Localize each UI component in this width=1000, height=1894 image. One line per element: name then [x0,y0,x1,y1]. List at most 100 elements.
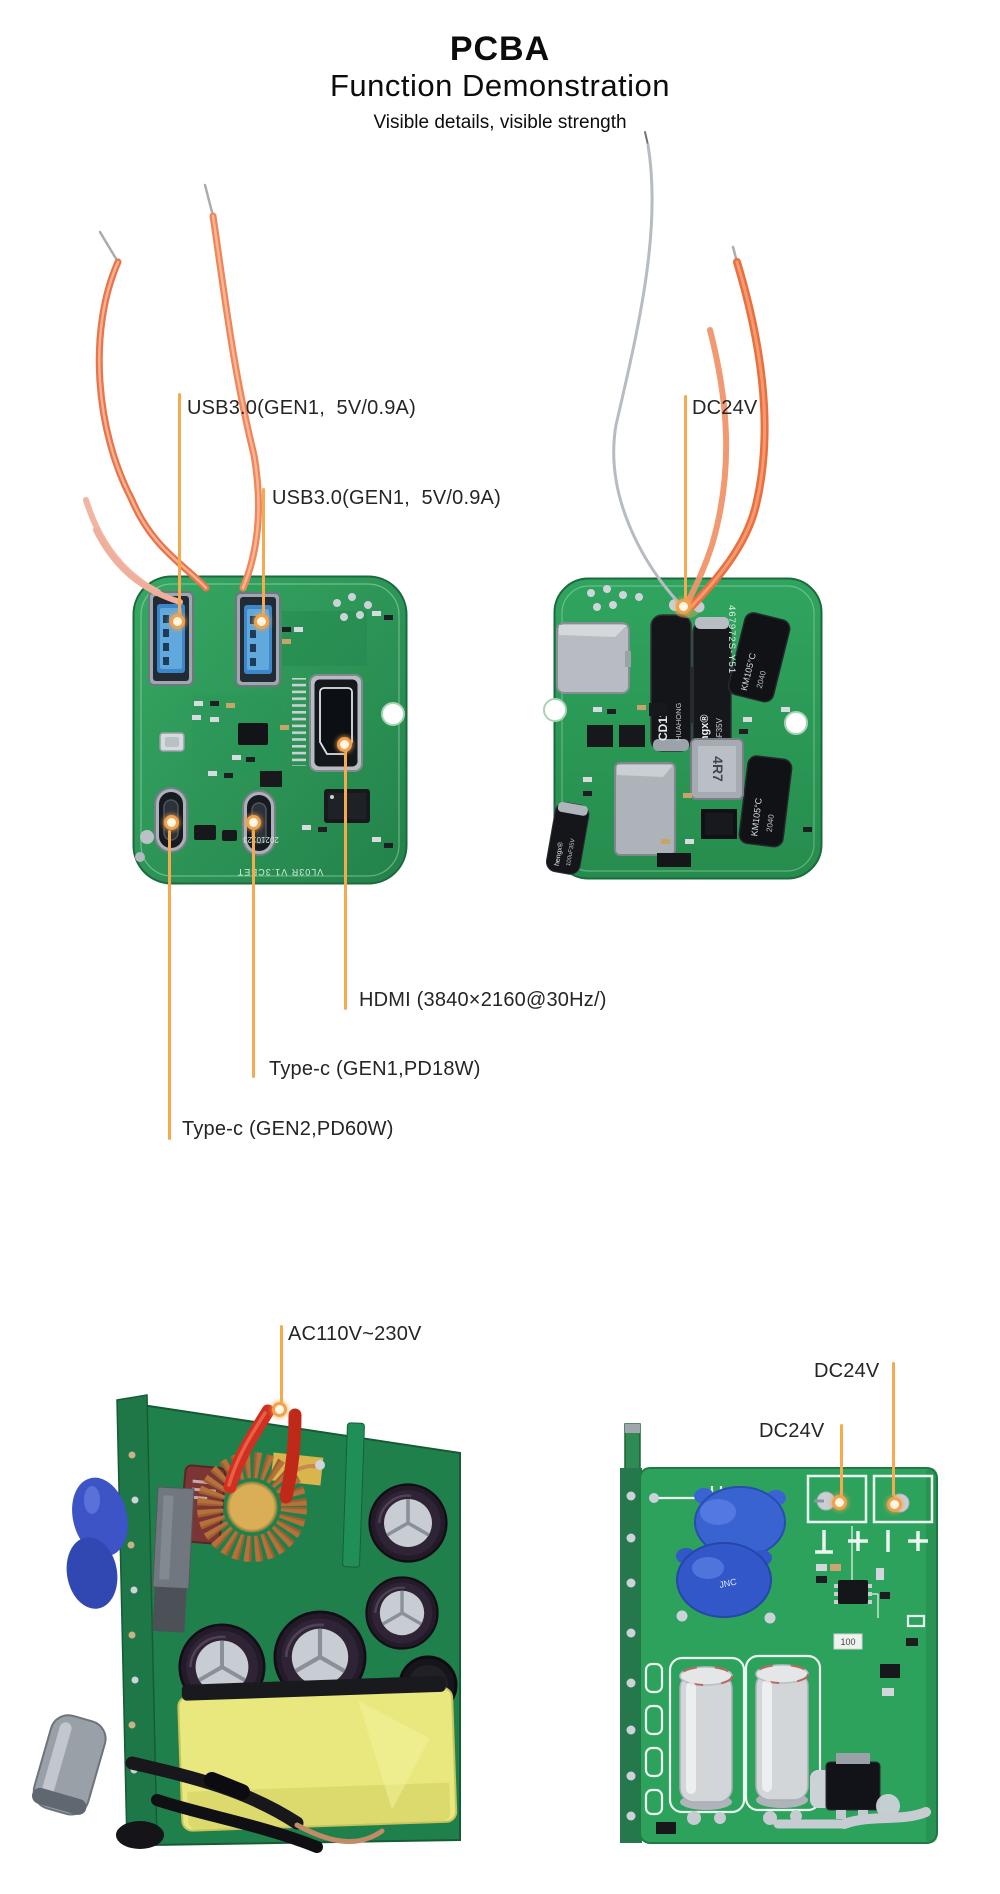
controller-ic [238,723,268,745]
wire-silver-right [612,143,680,604]
round-pad [140,830,154,844]
usb3-port-2-icon [235,592,281,687]
dc-output-board-photo: JNC 100 [620,1423,938,1844]
blue-y-capacitors: JNC [676,1486,786,1624]
smd-ic-small [649,703,667,716]
callout-dot-dc24v-lower [832,1495,847,1510]
smd [906,1638,918,1646]
smd [882,1688,894,1696]
svg-text:100uF35V: 100uF35V [715,717,724,755]
callout-label-usb2: USB3.0(GEN1, 5V/0.9A) [272,487,501,509]
km-cap-2: KM105°C 2040 [738,755,793,848]
wire-orange-right-2 [685,327,730,605]
callout-dot-hdmi [337,737,352,752]
callout-label-usb1: USB3.0(GEN1, 5V/0.9A) [187,397,416,419]
shield-inductor-1 [556,622,631,694]
smd-ic [587,725,613,747]
svg-text:HUAHONG: HUAHONG [674,702,683,741]
callout-line-typec-gen2 [168,830,171,1140]
callout-label-hdmi: HDMI (3840×2160@30Hz/) [359,989,607,1011]
callout-dot-typec-gen2 [164,815,179,830]
callout-line-dc24v-lower [840,1424,843,1496]
crystal-component [159,732,185,752]
svg-text:JNC: JNC [718,1576,738,1590]
wire-wrap [116,1821,164,1849]
callout-label-dc24v-top: DC24V [692,397,758,419]
callout-line-dc24v-upper [892,1362,895,1496]
toroid-inductor [197,1452,325,1562]
soic-ic [260,771,282,787]
usb3-port-1-icon [148,591,194,686]
solder-pads-cluster [333,593,372,621]
deck-edge-shade [926,1468,937,1843]
svg-text:2040: 2040 [765,813,776,832]
mounting-hole [543,698,567,722]
electrolytic-cap-top [368,1483,448,1563]
cap-lead-solder [687,1810,802,1825]
svg-text:4R7: 4R7 [710,756,726,782]
silkscreen-date-text: 20210123 [243,835,279,844]
output-cap-2 [755,1664,809,1809]
svg-text:2040: 2040 [755,669,768,689]
wire-orange-right-1 [688,258,769,610]
callout-line-typec-gen1 [252,830,255,1078]
callout-dot-usb1 [170,614,185,629]
hdmi-pin-row [292,678,306,766]
page-subtitle: Function Demonstration [329,68,671,103]
callout-line-dc24v-top [684,395,687,599]
callout-line-usb1 [178,393,181,614]
page-title: PCBA [449,30,551,68]
page-tagline: Visible details, visible strength [373,112,627,133]
wire-bare-tip [98,230,120,264]
callout-line-hdmi [344,752,347,1010]
smd-cluster [816,1564,890,1604]
mounting-hole [381,702,405,726]
wire-sheen [690,260,767,608]
svg-text:KM105°C: KM105°C [749,797,764,837]
standoff-post-tip [625,1424,640,1433]
smd-ic [619,725,645,747]
wire-bare-tip [731,245,739,264]
mounting-hole [784,711,808,735]
km-cap-1: KM105°C 2040 [727,612,791,703]
power-inductor-4r7: 4R7 [690,738,744,800]
electrolytic-cap-cd110: CD110 HUAHONG [650,614,692,752]
label-100: 100 [833,1633,863,1650]
silkscreen-graphics [644,1474,934,1816]
svg-text:100: 100 [840,1637,855,1647]
callout-dot-dc24v-upper [887,1497,902,1512]
callout-label-ac: AC110V~230V [288,1323,422,1345]
callout-label-dc24v-upper: DC24V [814,1360,880,1382]
output-cap-1 [679,1666,733,1811]
wire-sheen [98,260,208,590]
callout-dot-ac [272,1402,287,1417]
usb-hub-board-photo: VL03R V1.3CBET 20210123 [132,575,408,885]
lying-cap-hengx: hengx® 100uF35V [545,801,590,875]
pcb-side-wall [620,1468,642,1843]
wall-solder-joints [626,1491,636,1821]
smd-cap [222,830,237,841]
callout-dot-typec-gen1 [246,815,261,830]
smd-cap [194,825,216,840]
heatsink-bracket [152,1486,195,1633]
black-wires [125,1756,385,1853]
hdmi-connector-icon [309,674,363,772]
electrolytic-cap-hengx: hengx® 100uF35V [692,617,732,764]
acdc-power-board-photo [31,1394,461,1853]
power-module-board-photo: CD110 HUAHONG hengx® 100uF35V KM105°C 20… [543,577,823,880]
to252-transistor [810,1753,900,1819]
silkscreen-model-text: VL03R V1.3CBET [237,867,324,877]
red-ac-wires [223,1404,302,1504]
blue-varistors [66,1477,128,1609]
callout-line-usb2 [262,488,265,614]
thick-solder-traces [773,1807,931,1829]
callout-label-typec-gen2: Type-c (GEN2,PD60W) [182,1118,394,1140]
callout-dot-usb2 [254,614,269,629]
round-pad-small [135,852,145,862]
callout-line-ac [280,1325,283,1403]
sot-ic [880,1664,900,1678]
fuse-cylinder [31,1714,107,1816]
callout-dot-dc24v-top [676,599,691,614]
transformer [177,1675,458,1832]
